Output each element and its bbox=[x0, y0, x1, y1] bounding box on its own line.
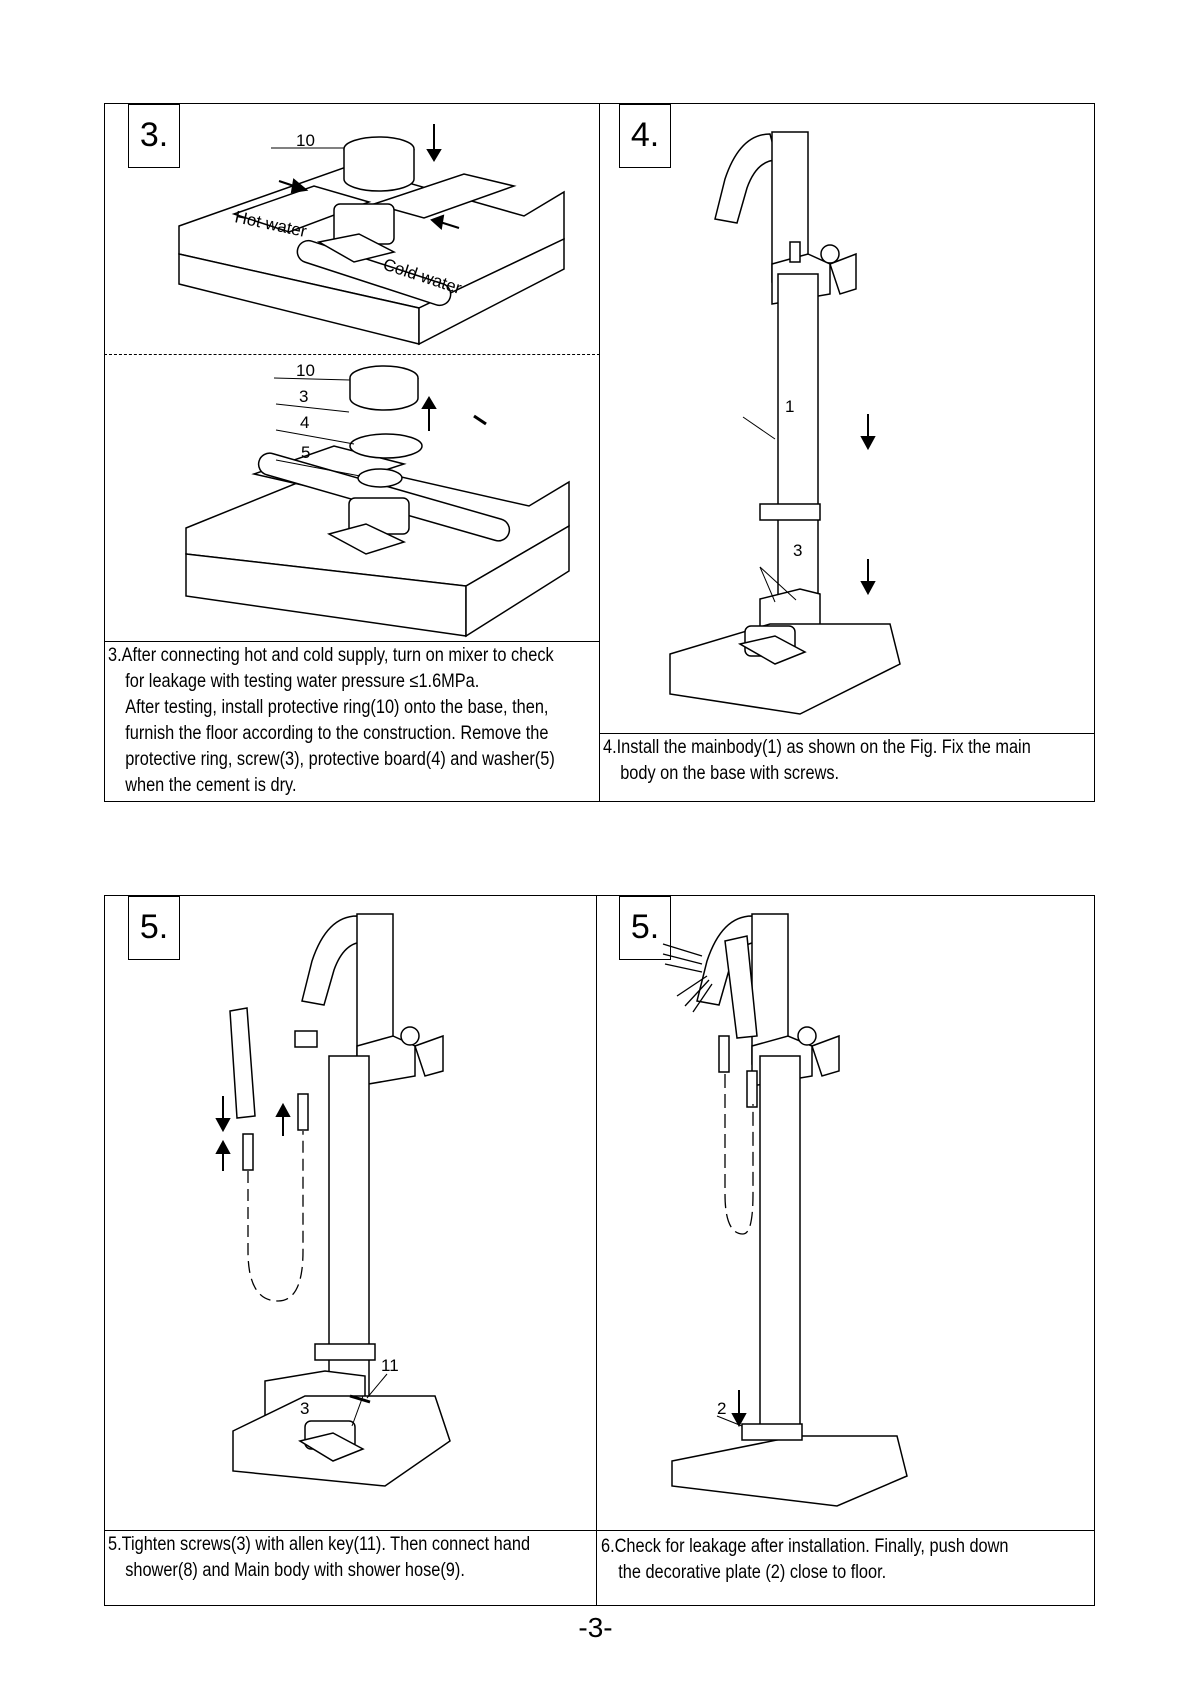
step-4-number: 4. bbox=[619, 104, 671, 168]
step-6-finish-illustration: 2 bbox=[662, 913, 908, 1507]
step-4-caption-line-2: body on the base with screws. bbox=[620, 763, 840, 784]
step-3-caption-line-5: protective ring, screw(3), protective bo… bbox=[125, 749, 555, 770]
step-5-caption-line bbox=[104, 1530, 597, 1531]
step-3-pipe-illustration: 10 Hot water Cold water bbox=[178, 124, 565, 346]
callout-4: 4 bbox=[300, 413, 309, 432]
callout-5: 5 bbox=[301, 443, 310, 462]
step-6-caption-line-1: 6.Check for leakage after installation. … bbox=[601, 1536, 1009, 1557]
step-3-caption: 3.After connecting hot and cold supply, … bbox=[108, 643, 555, 799]
step-3-caption-line-1: 3.After connecting hot and cold supply, … bbox=[108, 645, 554, 666]
step-3-exploded-illustration: 10 3 4 5 bbox=[185, 361, 570, 638]
step-4-caption-line-1: 4.Install the mainbody(1) as shown on th… bbox=[603, 737, 1031, 758]
step-5-caption-line-1: 5.Tighten screws(3) with allen key(11). … bbox=[108, 1534, 531, 1555]
step-4-caption: 4.Install the mainbody(1) as shown on th… bbox=[603, 735, 1031, 787]
step-5-number: 5. bbox=[128, 896, 180, 960]
step-5-caption: 5.Tighten screws(3) with allen key(11). … bbox=[108, 1532, 530, 1584]
callout-10-top: 10 bbox=[296, 131, 315, 150]
callout-3: 3 bbox=[793, 541, 802, 560]
step-5-hose-illustration: 3 11 bbox=[215, 913, 451, 1487]
step-3-caption-line-3: After testing, install protective ring(1… bbox=[125, 697, 549, 718]
step-6-caption-line-2: the decorative plate (2) close to floor. bbox=[618, 1562, 887, 1583]
callout-11: 11 bbox=[381, 1356, 399, 1375]
step-3-caption-line-2: for leakage with testing water pressure … bbox=[125, 671, 480, 692]
step-4-caption-line bbox=[599, 733, 1095, 734]
page-number: -3- bbox=[578, 1612, 613, 1643]
callout-3: 3 bbox=[299, 387, 308, 406]
callout-3: 3 bbox=[300, 1399, 309, 1418]
step-3-caption-line-6: when the cement is dry. bbox=[125, 775, 297, 796]
step-4-mainbody-illustration: 1 3 bbox=[669, 131, 901, 715]
callout-10: 10 bbox=[296, 361, 315, 380]
step-6-number: 5. bbox=[619, 896, 671, 960]
step-3-divider bbox=[104, 354, 600, 355]
callout-2: 2 bbox=[717, 1399, 726, 1418]
step-3-caption-line-4: furnish the floor according to the const… bbox=[125, 723, 549, 744]
step-6-caption: 6.Check for leakage after installation. … bbox=[601, 1534, 1009, 1586]
step-3-caption-line bbox=[104, 641, 600, 642]
step-6-caption-line bbox=[596, 1530, 1095, 1531]
callout-1: 1 bbox=[785, 397, 794, 416]
step-5-caption-line-2: shower(8) and Main body with shower hose… bbox=[125, 1560, 465, 1581]
step-3-number: 3. bbox=[128, 104, 180, 168]
